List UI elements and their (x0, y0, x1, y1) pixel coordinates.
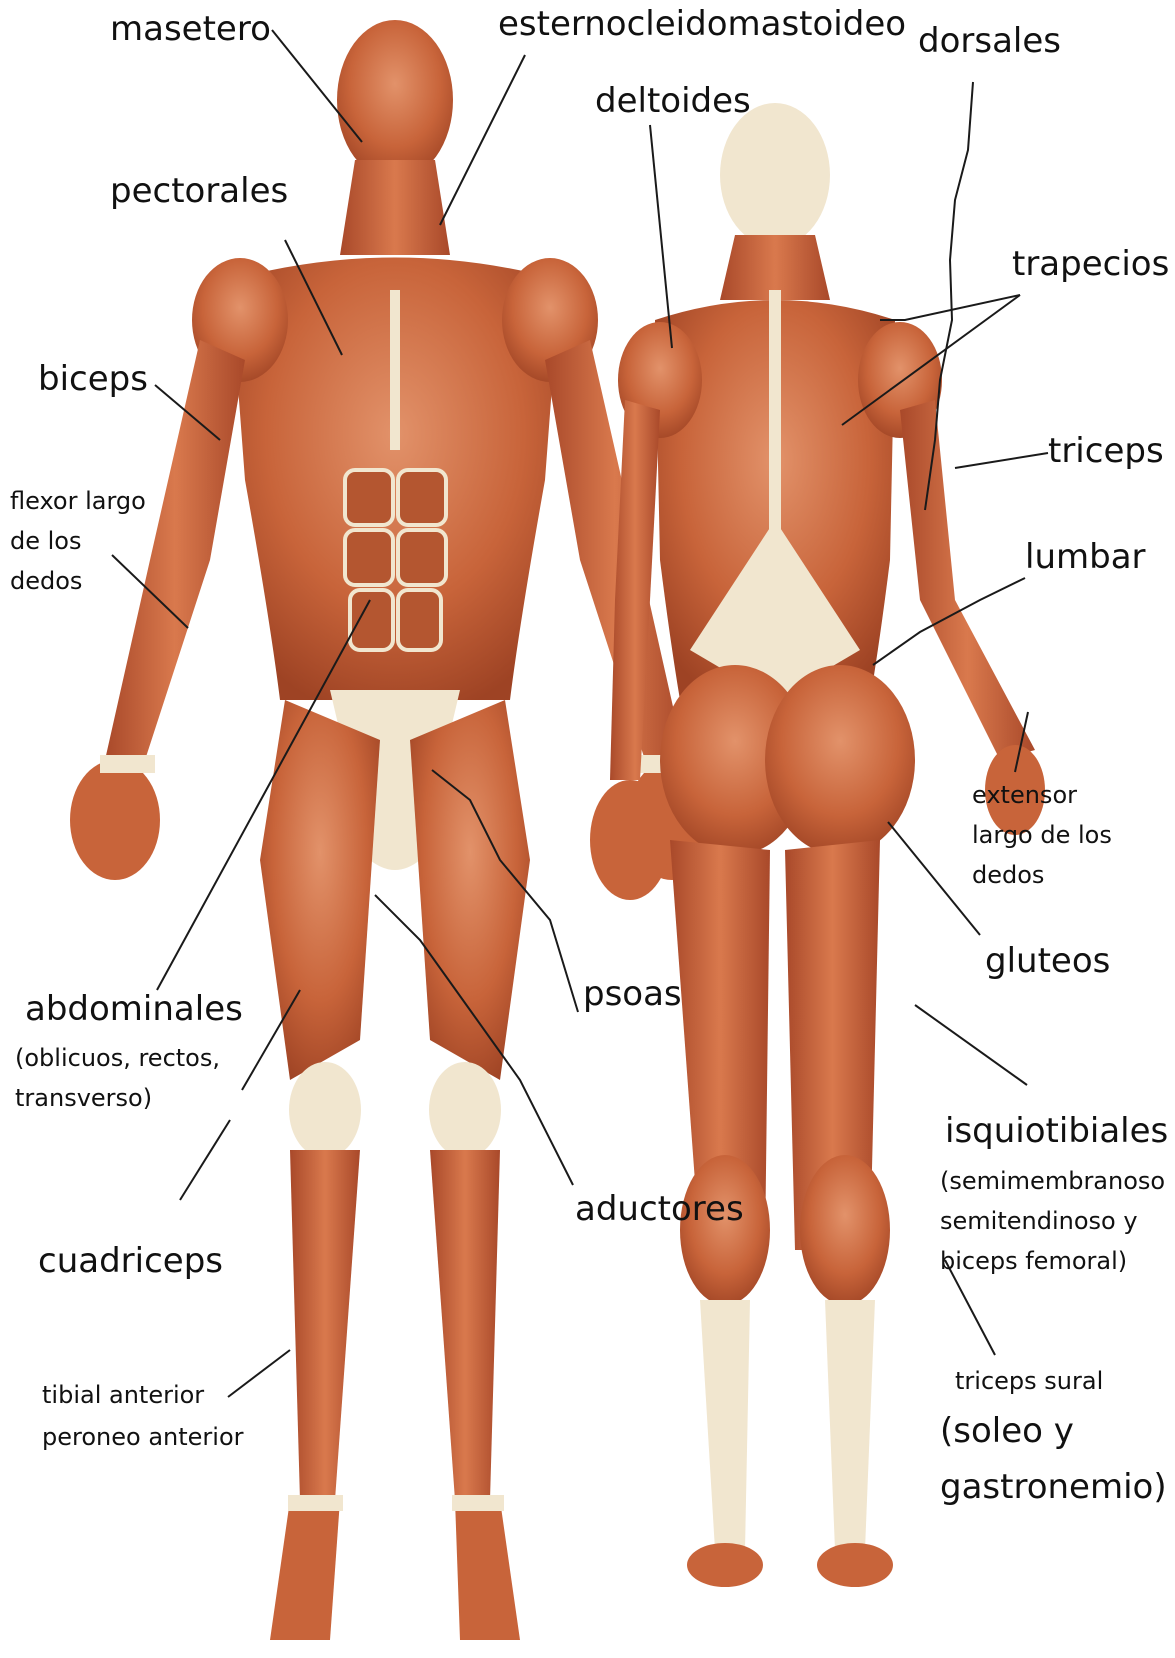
label-dorsales: dorsales (918, 22, 1061, 61)
front-left-shin (290, 1150, 360, 1500)
label-flexor-2: de los (10, 528, 81, 556)
label-soleo-2: gastronemio) (940, 1468, 1167, 1507)
label-masetero: masetero (110, 10, 271, 49)
label-extensor-1: extensor (972, 782, 1077, 810)
label-esternocleidomastoideo: esternocleidomastoideo (498, 5, 906, 44)
front-left-thigh (260, 700, 380, 1080)
label-isquio-sub2: semitendinoso y (940, 1208, 1138, 1236)
label-abdominales-sub2: transverso) (15, 1085, 152, 1113)
front-left-foot (270, 1500, 340, 1640)
label-cuadriceps: cuadriceps (38, 1242, 223, 1281)
label-tibial-2: peroneo anterior (42, 1424, 244, 1452)
label-lumbar: lumbar (1025, 538, 1146, 577)
label-abdominales: abdominales (25, 990, 243, 1029)
front-head (337, 20, 453, 180)
front-neck (340, 160, 450, 255)
label-extensor-2: largo de los (972, 822, 1112, 850)
front-left-hand (70, 760, 160, 880)
label-abdominales-sub1: (oblicuos, rectos, (15, 1045, 220, 1073)
front-right-foot (455, 1500, 520, 1640)
label-triceps: triceps (1048, 432, 1164, 471)
label-trapecios: trapecios (1012, 245, 1169, 284)
front-right-shin (430, 1150, 500, 1500)
label-deltoides: deltoides (595, 82, 751, 121)
label-psoas: psoas (583, 975, 682, 1014)
label-gluteos: gluteos (985, 942, 1110, 981)
label-tibial-1: tibial anterior (42, 1382, 204, 1410)
label-isquiotibiales: isquiotibiales (945, 1112, 1168, 1151)
label-flexor-1: flexor largo (10, 488, 146, 516)
label-isquio-sub3: biceps femoral) (940, 1248, 1127, 1276)
label-isquio-sub1: (semimembranoso (940, 1168, 1165, 1196)
label-pectorales: pectorales (110, 172, 288, 211)
label-aductores: aductores (575, 1190, 744, 1229)
front-right-thigh (410, 700, 530, 1080)
label-biceps: biceps (38, 360, 148, 399)
label-extensor-3: dedos (972, 862, 1044, 890)
label-triceps-sural: triceps sural (955, 1368, 1103, 1396)
label-soleo-1: (soleo y (940, 1412, 1074, 1451)
back-head (720, 103, 830, 247)
label-flexor-3: dedos (10, 568, 82, 596)
